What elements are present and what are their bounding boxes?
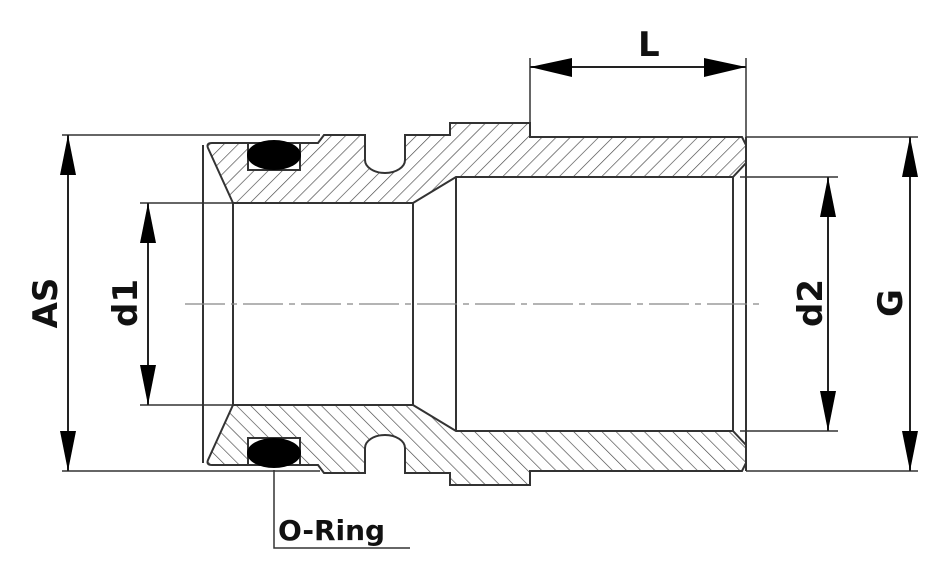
label-d1: d1 — [106, 279, 146, 327]
dimension-arrows — [60, 58, 918, 471]
o-ring-leader — [273, 470, 410, 549]
label-g: G — [871, 289, 911, 317]
arrow-as-bottom — [60, 431, 76, 471]
fitting-wall-bottom — [206, 404, 747, 486]
fitting-wall-top — [206, 122, 747, 204]
label-o-ring: O-Ring — [278, 514, 385, 547]
o-ring-top — [247, 140, 301, 170]
label-d2: d2 — [791, 279, 831, 327]
arrow-as-top — [60, 135, 76, 175]
label-l: L — [638, 25, 660, 65]
label-as: AS — [26, 278, 66, 329]
extension-lines — [62, 58, 918, 472]
